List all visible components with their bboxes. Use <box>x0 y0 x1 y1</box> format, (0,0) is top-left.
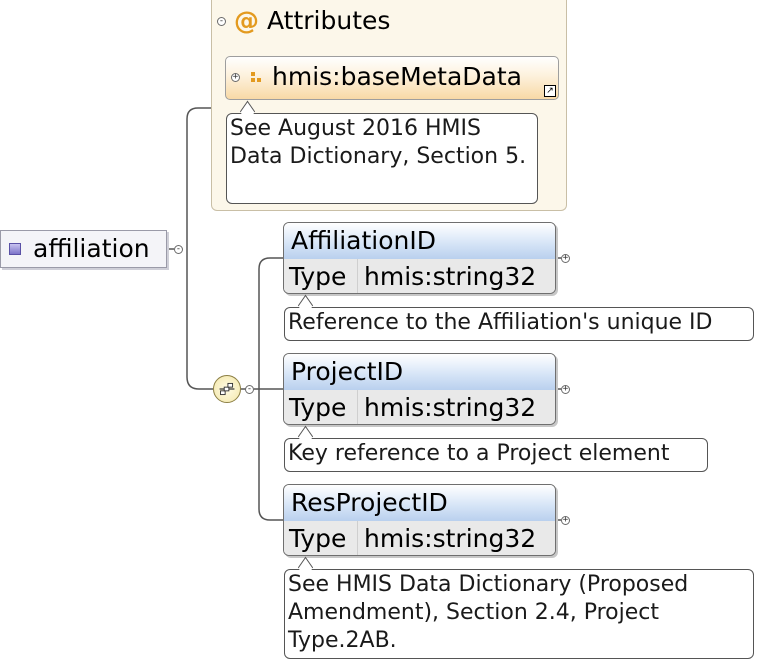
expand-attribute-icon[interactable]: + <box>231 72 240 82</box>
type-divider <box>357 390 358 424</box>
expand-resprojectid-icon[interactable]: + <box>561 515 570 525</box>
element-name: ResProjectID <box>291 488 448 517</box>
affiliationid-annotation-text: Reference to the Affiliation's unique ID <box>288 310 713 335</box>
attribute-at-icon: @ <box>234 6 259 35</box>
type-key: Type <box>289 524 347 553</box>
type-key: Type <box>289 393 347 422</box>
element-name: AffiliationID <box>291 226 436 255</box>
attributes-annotation: See August 2016 HMIS Data Dictionary, Se… <box>226 100 538 204</box>
collapse-root-icon[interactable]: - <box>174 244 183 254</box>
sequence-compositor-icon <box>219 382 235 396</box>
expand-affiliationid-icon[interactable]: + <box>561 253 570 263</box>
attribute-reference-icon <box>251 72 261 82</box>
attributes-title: @ Attributes <box>234 6 390 36</box>
element-type-row: Type hmis:string32 <box>284 521 555 555</box>
element-affiliationid[interactable]: AffiliationID Type hmis:string32 <box>283 222 556 294</box>
reference-arrow-icon[interactable]: ↗ <box>544 85 556 97</box>
element-icon <box>9 243 21 255</box>
element-header: AffiliationID <box>284 223 555 260</box>
attribute-item-basemetadata[interactable]: + hmis:baseMetaData ↗ <box>225 56 559 100</box>
attributes-title-label: Attributes <box>267 6 391 35</box>
resprojectid-annotation: See HMIS Data Dictionary (Proposed Amend… <box>284 556 754 659</box>
attributes-annotation-text: See August 2016 HMIS Data Dictionary, Se… <box>230 116 527 169</box>
type-divider <box>357 521 358 555</box>
resprojectid-annotation-text: See HMIS Data Dictionary (Proposed Amend… <box>288 572 689 653</box>
element-header: ResProjectID <box>284 485 555 522</box>
collapse-sequence-icon[interactable]: - <box>245 384 254 394</box>
root-element-label: affiliation <box>33 234 150 263</box>
root-element-affiliation[interactable]: affiliation <box>0 230 167 268</box>
projectid-annotation-text: Key reference to a Project element <box>288 441 670 466</box>
type-value: hmis:string32 <box>364 262 537 291</box>
expand-projectid-icon[interactable]: + <box>561 384 570 394</box>
element-type-row: Type hmis:string32 <box>284 259 555 293</box>
affiliationid-annotation: Reference to the Affiliation's unique ID <box>284 294 754 341</box>
collapse-attributes-icon[interactable]: - <box>217 16 226 26</box>
element-header: ProjectID <box>284 354 555 391</box>
element-projectid[interactable]: ProjectID Type hmis:string32 <box>283 353 556 425</box>
type-value: hmis:string32 <box>364 524 537 553</box>
element-resprojectid[interactable]: ResProjectID Type hmis:string32 <box>283 484 556 556</box>
element-name: ProjectID <box>291 357 404 386</box>
type-value: hmis:string32 <box>364 393 537 422</box>
type-divider <box>357 259 358 293</box>
element-type-row: Type hmis:string32 <box>284 390 555 424</box>
projectid-annotation: Key reference to a Project element <box>284 425 708 472</box>
sequence-compositor[interactable] <box>213 375 241 403</box>
type-key: Type <box>289 262 347 291</box>
attribute-item-label: hmis:baseMetaData <box>272 62 522 91</box>
